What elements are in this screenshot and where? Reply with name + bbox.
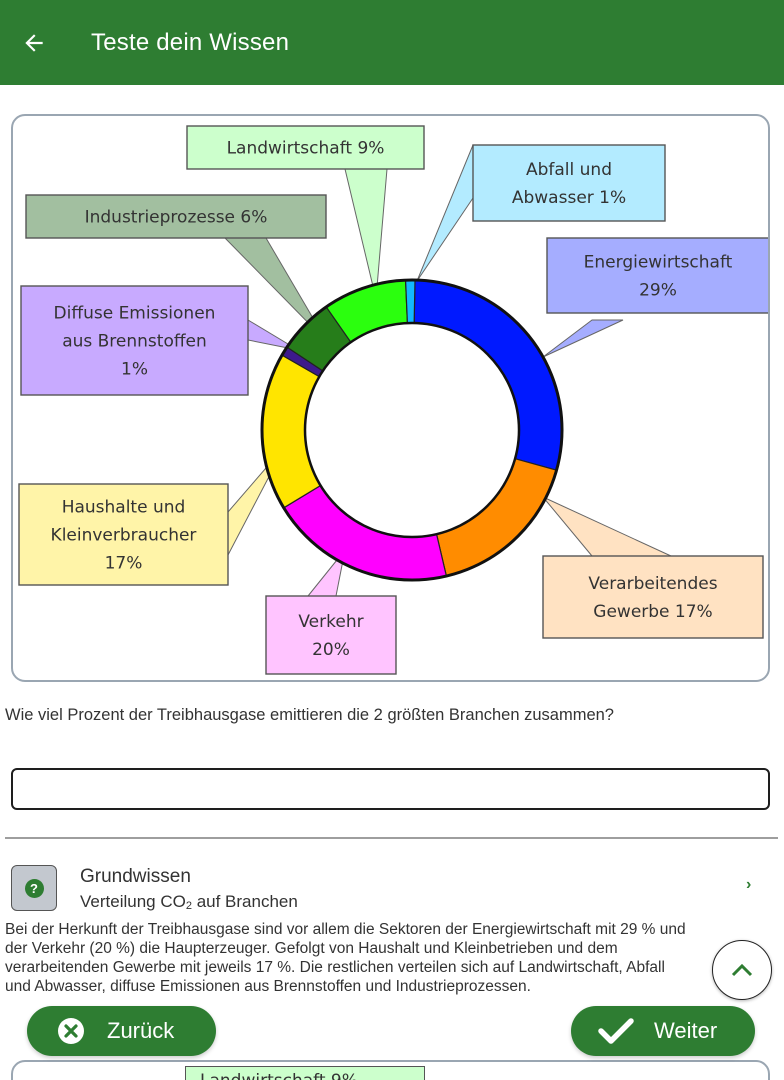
donut-slice-0	[413, 279, 563, 471]
question-text: Wie viel Prozent der Treibhausgase emitt…	[5, 706, 614, 724]
info-subtitle: Verteilung CO2 auf Branchen	[80, 892, 298, 912]
donut-outer-ring	[260, 278, 564, 582]
callout-text-diffuse-2: 1%	[121, 360, 148, 380]
callout-text-verkehr-0: Verkehr	[298, 612, 363, 632]
info-icon-box: ?	[11, 865, 57, 911]
callout-text-diffuse-1: aus Brennstoffen	[62, 332, 207, 352]
info-row-grundwissen[interactable]: ? Grundwissen Verteilung CO2 auf Branche…	[0, 860, 784, 916]
donut-inner-ring	[303, 321, 521, 539]
callout-text-verkehr-1: 20%	[312, 640, 350, 660]
check-icon	[598, 1017, 634, 1045]
question-circle-icon: ?	[24, 878, 44, 898]
info-title: Grundwissen	[80, 866, 191, 887]
callout-text-abfall-1: Abwasser 1%	[512, 188, 626, 208]
callout-text-industrie-0: Industrieprozesse 6%	[85, 208, 268, 228]
callout-box	[542, 555, 764, 639]
callout-text-haushalte-2: 17%	[105, 554, 143, 574]
callout-text-haushalte-0: Haushalte und	[62, 498, 186, 518]
callout-verkehr	[265, 549, 397, 675]
callout-pointer	[416, 144, 474, 282]
next-chart-card: Landwirtschaft 9%	[11, 1060, 770, 1080]
info-subtitle-pre: Verteilung CO	[80, 892, 186, 911]
callout-text-verarbeitend-1: Gewerbe 17%	[593, 602, 712, 622]
callout-text-abfall-0: Abfall und	[526, 160, 612, 180]
info-paragraph: Bei der Herkunft der Treibhausgase sind …	[5, 921, 686, 995]
page-title: Teste dein Wissen	[91, 28, 290, 56]
callout-industrie	[25, 194, 328, 343]
next-button[interactable]: Weiter	[571, 1006, 755, 1056]
callout-text-diffuse-0: Diffuse Emissionen	[54, 304, 216, 324]
callout-box	[546, 237, 768, 314]
next-label: Weiter	[654, 1018, 718, 1043]
back-button[interactable]	[2, 11, 66, 75]
scroll-top-button[interactable]	[712, 940, 772, 1000]
arrow-left-icon	[25, 33, 43, 52]
callout-diffuse	[20, 285, 299, 396]
app-bar: Teste dein Wissen	[0, 0, 784, 85]
callout-box	[18, 483, 229, 586]
close-circle-icon	[57, 1017, 85, 1045]
callout-text-energie-1: 29%	[639, 281, 677, 301]
answer-input[interactable]	[11, 768, 770, 810]
callout-text-haushalte-1: Kleinverbraucher	[51, 526, 197, 546]
next-card-label: Landwirtschaft 9%	[185, 1066, 425, 1080]
chevron-right-icon: ›	[746, 876, 752, 893]
donut-slice-7	[404, 279, 416, 324]
callout-box	[20, 285, 249, 396]
callout-energie	[542, 237, 768, 358]
callout-text-verarbeitend-0: Verarbeitendes	[588, 574, 717, 594]
back-button-bottom[interactable]: Zurück	[27, 1006, 216, 1056]
callout-text-energie-0: Energiewirtschaft	[584, 253, 733, 273]
callout-pointer	[542, 319, 624, 358]
chevron-up-icon	[731, 963, 753, 977]
callout-abfall	[416, 144, 666, 282]
callout-box	[265, 595, 397, 675]
callout-pointer	[542, 496, 672, 557]
divider	[5, 837, 778, 839]
back-label: Zurück	[107, 1018, 175, 1043]
donut-chart: Energiewirtschaft 29% VerarbeitendesGewerb…	[18, 125, 768, 675]
donut-slice-2	[282, 484, 448, 581]
callout-verarbeitend	[542, 496, 764, 639]
donut-slice-1	[435, 457, 558, 577]
callout-text-landwirtschaft-0: Landwirtschaft 9%	[227, 139, 385, 159]
callout-landwirtschaft	[186, 125, 425, 300]
callout-pointer	[344, 168, 388, 300]
next-card-label-text: Landwirtschaft 9%	[200, 1071, 358, 1080]
callout-box	[472, 144, 666, 222]
info-subtitle-post: auf Branchen	[191, 892, 298, 911]
callout-box	[186, 125, 425, 170]
info-subtitle-sub: 2	[185, 900, 192, 912]
callout-box	[25, 194, 327, 239]
